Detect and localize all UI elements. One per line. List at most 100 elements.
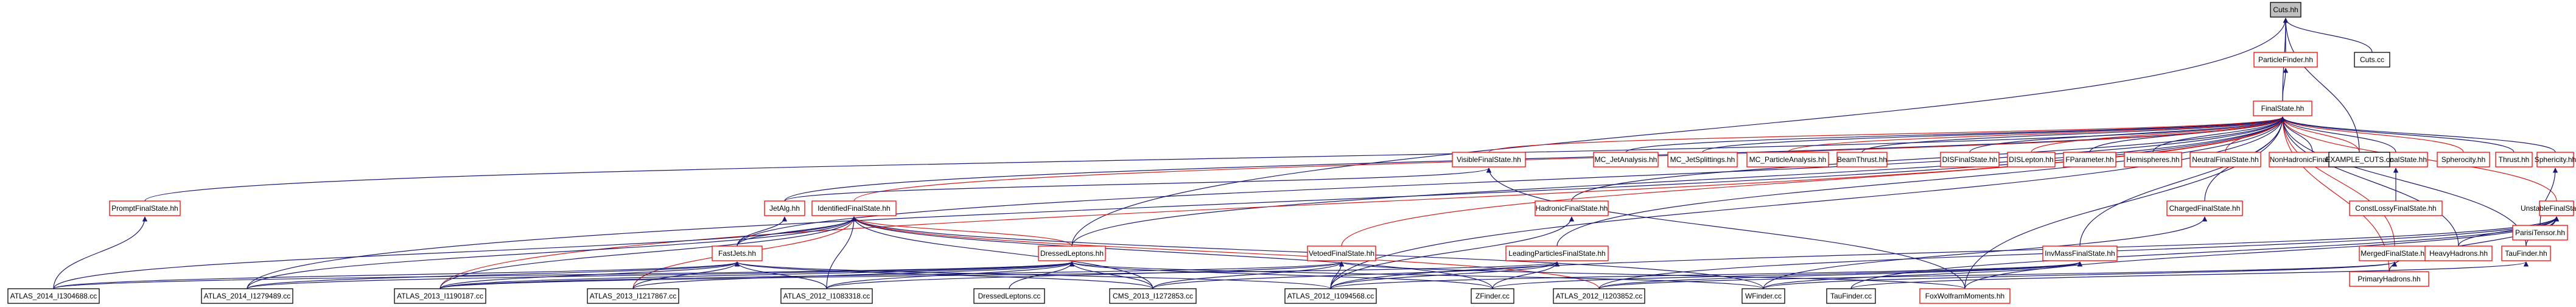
node-zfinder[interactable]: ZFinder.cc (1471, 288, 1514, 304)
node-box (2270, 2, 2301, 18)
edge-zfinder-to-leadingparticles (1492, 261, 1560, 289)
edge-atlas2014b-to-identified (247, 216, 857, 289)
node-box (2063, 152, 2116, 168)
node-primaryhadrons[interactable]: PrimaryHadrons.hh (2349, 271, 2429, 287)
node-atlas2012c[interactable]: ATLAS_2012_I1203852.cc (1553, 288, 1645, 304)
edge-mcjet-to-finalstate (1625, 116, 2285, 153)
node-box (2495, 152, 2533, 168)
node-label: ATLAS_2012_I1083318.cc (783, 292, 870, 300)
node-box (2253, 101, 2312, 116)
node-jetalg[interactable]: JetAlg.hh (764, 200, 805, 216)
edge-thrust-to-finalstate (2280, 116, 2515, 153)
node-hemispheres[interactable]: Hemispheres.hh (2124, 152, 2182, 168)
edge-atlas2012a-to-dressedleptons (826, 261, 1075, 289)
node-leadingparticles[interactable]: LeadingParticlesFinalState.hh (1505, 245, 1609, 261)
node-thrust[interactable]: Thrust.hh (2495, 152, 2533, 168)
edge-dressedleptons-to-identified (851, 216, 1073, 247)
node-unstablefs[interactable]: UnstableFinalState.hh (2521, 200, 2576, 216)
node-examplecuts[interactable]: EXAMPLE_CUTS.cc (2325, 152, 2393, 168)
node-label: MergedFinalState.hh (2361, 249, 2428, 258)
node-spherocity[interactable]: Spherocity.hh (2437, 152, 2490, 168)
node-atlas2014a[interactable]: ATLAS_2014_I1304688.cc (7, 288, 100, 304)
node-wfinder[interactable]: WFinder.cc (1741, 288, 1785, 304)
node-dressedleptons[interactable]: DressedLeptons.hh (1038, 245, 1106, 261)
edge-atlas2012b-to-finalstate (1330, 116, 2286, 289)
node-label: PrimaryHadrons.hh (2357, 275, 2420, 283)
node-dislepton[interactable]: DISLepton.hh (2007, 152, 2056, 168)
node-mcjet[interactable]: MC_JetAnalysis.hh (1593, 152, 1659, 168)
node-foxwolfram[interactable]: FoxWolframMoments.hh (1919, 288, 2011, 304)
node-beamthrust[interactable]: BeamThrust.hh (1836, 152, 1888, 168)
node-box (1741, 288, 1785, 304)
node-label: Spherocity.hh (2441, 155, 2486, 164)
edge-atlas2014a-to-fastjets (53, 261, 740, 289)
node-box (1593, 152, 1659, 168)
node-box (2166, 200, 2243, 216)
node-finalstate[interactable]: FinalState.hh (2253, 101, 2312, 116)
node-box (7, 288, 100, 304)
node-cuts[interactable]: Cuts.hh (2270, 2, 2301, 18)
edge-zfinder-to-invmassfs (1492, 261, 2082, 289)
edge-atlas2014b-to-dressedleptons (247, 261, 1074, 289)
node-label: FastJets.hh (718, 249, 756, 258)
edge-atlas2012a-to-fastjets (734, 261, 827, 289)
node-box (2359, 245, 2431, 261)
node-chargedfs[interactable]: ChargedFinalState.hh (2166, 200, 2243, 216)
node-cms2013[interactable]: CMS_2013_I1272853.cc (1109, 288, 1197, 304)
node-fastjets[interactable]: FastJets.hh (712, 245, 763, 261)
edge-atlas2012b-to-fastjets (735, 261, 1331, 289)
edge-atlas2013a-to-dressedleptons (439, 261, 1074, 289)
node-atlas2014b[interactable]: ATLAS_2014_I1279489.cc (201, 288, 293, 304)
node-atlas2012b[interactable]: ATLAS_2012_I1094568.cc (1284, 288, 1377, 304)
node-atlas2013b[interactable]: ATLAS_2013_I1217867.cc (587, 288, 679, 304)
edge-atlas2013a-to-vetoedfs (439, 261, 1344, 289)
edge-atlas2013a-to-leadingparticles (439, 261, 1559, 289)
node-fparameter[interactable]: FParameter.hh (2063, 152, 2116, 168)
node-label: VisibleFinalState.hh (1457, 155, 1521, 164)
node-cutscc[interactable]: Cuts.cc (2354, 52, 2390, 68)
edge-foxwolfram-to-visible (1486, 168, 1965, 289)
edge-cutscc-to-cuts (2283, 18, 2373, 53)
node-mergedfs[interactable]: MergedFinalState.hh (2359, 245, 2431, 261)
node-atlas2013a[interactable]: ATLAS_2013_I1190187.cc (394, 288, 486, 304)
node-label: Cuts.cc (2360, 55, 2384, 64)
node-visible[interactable]: VisibleFinalState.hh (1452, 152, 1526, 168)
edge-cms2013-to-leadingparticles (1152, 261, 1559, 289)
node-label: DISFinalState.hh (1942, 155, 1998, 164)
node-mcsplit[interactable]: MC_JetSplittings.hh (1667, 152, 1738, 168)
node-sphericity[interactable]: Sphericity.hh (2535, 152, 2576, 168)
node-atlas2012a[interactable]: ATLAS_2012_I1083318.cc (780, 288, 873, 304)
node-box (712, 245, 763, 261)
node-vetoedfs[interactable]: VetoedFinalState.hh (1307, 245, 1376, 261)
node-box (2124, 152, 2182, 168)
edge-jetalg-to-finalstate (784, 116, 2285, 202)
node-taufinder[interactable]: TauFinder.hh (2501, 245, 2551, 261)
node-box (2437, 152, 2490, 168)
node-heavyhadrons[interactable]: HeavyHadrons.hh (2424, 245, 2493, 261)
edge-taufindercc-to-taufinder (1850, 261, 2529, 289)
node-paristensor[interactable]: ParisiTensor.hh (2512, 225, 2568, 241)
node-dressedcc[interactable]: DressedLeptons.cc (973, 288, 1045, 304)
edge-mcsplit-to-finalstate (1702, 116, 2285, 153)
edge-atlas2013b-to-dressedleptons (632, 261, 1074, 289)
edge-zfinder-to-identified (851, 216, 1493, 289)
node-mcparticle[interactable]: MC_ParticleAnalysis.hh (1746, 152, 1829, 168)
node-disfs[interactable]: DISFinalState.hh (1940, 152, 2000, 168)
node-label: DressedLeptons.hh (1040, 249, 1104, 258)
node-identified[interactable]: IdentifiedFinalState.hh (811, 200, 897, 216)
node-invmassfs[interactable]: InvMassFinalState.hh (2042, 245, 2118, 261)
node-neutralfs[interactable]: NeutralFinalState.hh (2189, 152, 2261, 168)
node-box (2253, 52, 2318, 68)
node-label: Sphericity.hh (2535, 155, 2576, 164)
node-particlefinder[interactable]: ParticleFinder.hh (2253, 52, 2318, 68)
node-label: HadronicFinalState.hh (1536, 204, 1608, 213)
edge-atlas2012b-to-invmassfs (1330, 261, 2082, 289)
node-box (1826, 288, 1876, 304)
node-constlossy[interactable]: ConstLossyFinalState.hh (2349, 200, 2443, 216)
node-label: ParticleFinder.hh (2258, 55, 2313, 64)
node-hadronicfs[interactable]: HadronicFinalState.hh (1535, 200, 1609, 216)
node-taufindercc[interactable]: TauFinder.cc (1826, 288, 1876, 304)
node-promptfs[interactable]: PromptFinalState.hh (109, 200, 181, 216)
node-box (1553, 288, 1645, 304)
edge-vetoedfs-to-finalstate (1341, 116, 2286, 247)
